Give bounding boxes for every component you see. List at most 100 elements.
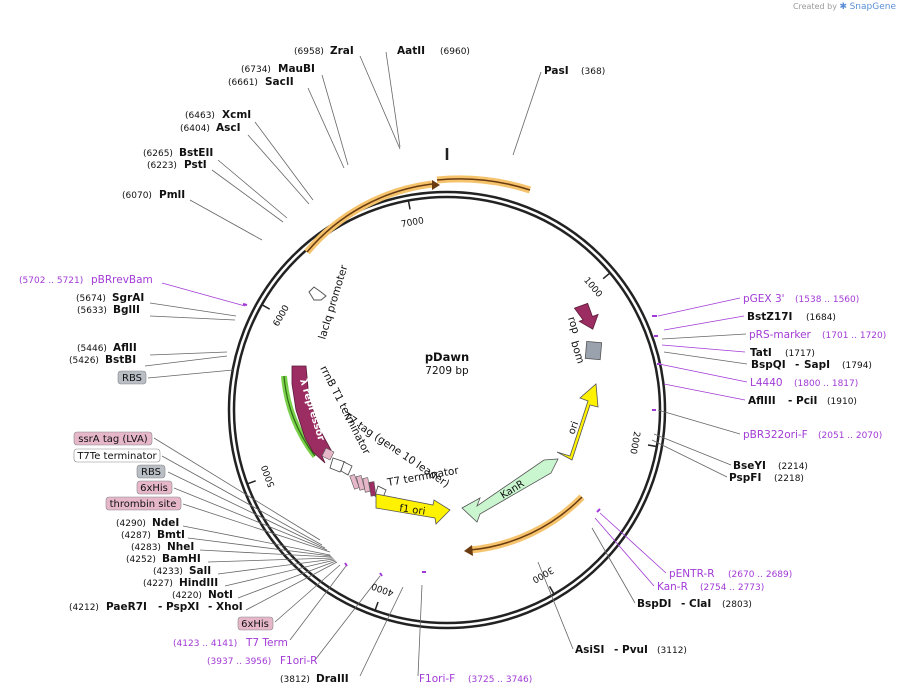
leader-line xyxy=(417,584,423,677)
site-bspdi-dash: - xyxy=(681,598,685,610)
site-bseyi-name: BseYI xyxy=(733,460,766,472)
primer-pentr-pos: (2670 .. 2689) xyxy=(728,570,792,580)
site-nhei-name: NheI xyxy=(167,541,194,553)
leader-line xyxy=(147,369,234,379)
site-xcmi-pos: (6463) xyxy=(185,111,215,121)
site-afliii-pos: (1910) xyxy=(827,397,857,407)
site-pasi-pos: (368) xyxy=(581,67,605,77)
feature-arc-top-line xyxy=(436,178,531,191)
tick-label-2000: 2000 xyxy=(627,430,641,455)
site-bstz17i-name: BstZ17I xyxy=(747,311,792,323)
leader-line xyxy=(657,409,741,435)
site-pmli-name: PmlI xyxy=(159,189,185,201)
site-aatii-pos: (6960) xyxy=(440,47,470,57)
leader-line xyxy=(321,74,349,166)
site-bmti-name: BmtI xyxy=(157,529,185,541)
site-pcii-name: PciI xyxy=(796,395,817,407)
tick-label-6000: 6000 xyxy=(272,303,292,328)
site-maubi-name: MauBI xyxy=(278,63,315,75)
rbs2-label: RBS xyxy=(141,467,161,478)
site-asisi-dash: - xyxy=(614,644,618,656)
tick-mark-5000 xyxy=(247,480,256,485)
boxed-labels: RBS ssrA tag (LVA) T7Te terminator RBS 6… xyxy=(73,370,274,631)
site-bsteii-name: BstEII xyxy=(179,147,213,159)
backbone-inner xyxy=(232,195,662,625)
tick-label-7000: 7000 xyxy=(400,216,425,230)
site-sali-name: SalI xyxy=(189,565,211,577)
primer-prs-name: pRS-marker xyxy=(749,329,812,341)
rbs1-label: RBS xyxy=(122,373,142,384)
primer-kanr-pos: (2754 .. 2773) xyxy=(700,583,764,593)
rbs2-box xyxy=(136,464,166,479)
primer-t7term-pos: (4123 .. 4141) xyxy=(173,639,237,649)
site-pspfi-name: PspFI xyxy=(729,472,761,484)
primer-prs-pos: (1701 .. 1720) xyxy=(822,331,886,341)
leader-line xyxy=(594,517,655,587)
leader-line xyxy=(359,586,404,677)
site-nhei-pos: (4283) xyxy=(131,543,161,553)
bom-label: bom xyxy=(568,339,586,365)
leader-line xyxy=(224,559,336,587)
leader-line xyxy=(144,355,228,367)
site-bamhi-pos: (4252) xyxy=(126,555,156,565)
site-labels: (6958) ZraI AatII (6960) PasI (368) (673… xyxy=(19,45,886,685)
leader-line xyxy=(307,87,345,169)
tick-label-5000: 5000 xyxy=(260,463,277,488)
leader-line xyxy=(153,437,321,541)
credit-prefix: Created by xyxy=(792,2,837,11)
site-sgrai-name: SgrAI xyxy=(112,292,144,304)
primer-pbr322-pos: (2051 .. 2070) xyxy=(818,431,882,441)
leader-line xyxy=(217,159,288,219)
bom-box xyxy=(584,340,603,361)
t7te-box xyxy=(73,448,161,463)
features: λ repressor ori KanR f1 ori xyxy=(242,175,661,577)
site-paer7i-dash2: - xyxy=(208,601,212,613)
site-zrai-name: ZraI xyxy=(330,45,354,57)
site-pspfi-pos: (2218) xyxy=(774,474,804,484)
leader-line xyxy=(182,525,331,556)
leader-line xyxy=(314,575,381,661)
leader-line xyxy=(173,487,328,551)
his2-label: 6xHis xyxy=(241,619,269,630)
leader-line xyxy=(651,439,728,478)
primer-l4440-name: L4440 xyxy=(750,377,783,389)
feature-arc-bottom-line xyxy=(469,496,583,551)
site-clai-name: ClaI xyxy=(689,598,711,610)
site-xcmi-name: XcmI xyxy=(222,109,251,121)
site-paer7i-pos: (4212) xyxy=(69,603,99,613)
primer-pgex-pos: (1538 .. 1560) xyxy=(795,295,859,305)
site-asci-name: AscI xyxy=(216,122,241,134)
site-tati-name: TatI xyxy=(750,347,772,359)
primer-f1orif-pos: (3725 .. 3746) xyxy=(468,675,532,685)
laciq-promoter-label: lacIq promoter xyxy=(316,263,350,341)
tick-label-1000: 1000 xyxy=(581,276,604,300)
site-bstbi-pos: (5426) xyxy=(69,356,99,366)
leader-line xyxy=(599,512,667,574)
primer-f1orif-name: F1ori-F xyxy=(419,673,455,685)
leader-line xyxy=(161,455,323,546)
site-bstz17i-pos: (1684) xyxy=(806,313,836,323)
feature-arc-left-line xyxy=(306,183,433,253)
site-ndei-name: NdeI xyxy=(152,517,179,529)
f1-ori-label: f1 ori xyxy=(399,503,426,518)
lambda-repressor-arrow xyxy=(291,365,332,464)
t7tag-glyph xyxy=(368,481,377,497)
primer-kanr-name: Kan-R xyxy=(657,581,688,593)
tick-mark-6000 xyxy=(262,304,271,310)
site-pspxi-name: PspXI xyxy=(166,601,199,613)
leader-line xyxy=(653,433,732,466)
leader-line xyxy=(663,351,748,365)
site-sacii-pos: (6661) xyxy=(228,78,258,88)
site-bspqi-name: BspQI xyxy=(751,359,786,371)
site-asisi-name: AsiSI xyxy=(575,644,604,656)
t7te-glyph-2 xyxy=(340,461,353,476)
thrombin-glyph xyxy=(355,475,366,491)
leader-line xyxy=(657,297,741,317)
feature-arc-bottom-head xyxy=(464,545,473,556)
site-xhoi-name: XhoI xyxy=(216,601,243,613)
credit-brand: SnapGene xyxy=(849,2,896,12)
primer-pentr-name: pENTR-R xyxy=(669,568,715,580)
site-psti-name: PstI xyxy=(184,159,207,171)
site-sacii-name: SacII xyxy=(265,76,294,88)
ori-arrow xyxy=(556,383,599,461)
